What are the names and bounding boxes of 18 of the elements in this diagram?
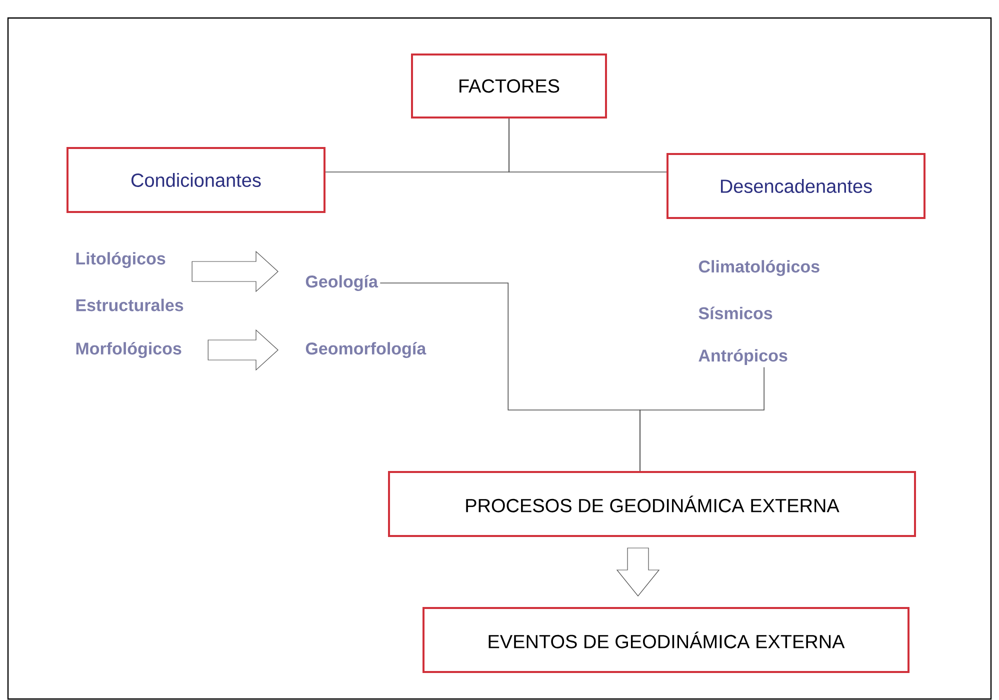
title-box: FACTORES — [411, 54, 607, 118]
block-arrow — [208, 329, 278, 371]
factor-label: Antrópicos — [698, 349, 788, 365]
factor-label: Morfológicos — [76, 342, 182, 358]
block-arrow — [192, 250, 278, 292]
connector-line — [508, 118, 667, 172]
factor-label: Climatológicos — [698, 260, 820, 276]
factor-label: Sísmicos — [698, 306, 772, 320]
title-box: Desencadenantes — [666, 153, 926, 219]
block-arrow — [616, 548, 660, 596]
factor-label: Geología — [306, 274, 378, 292]
title-box: PROCESOS DE GEODINÁMICA EXTERNA — [388, 471, 916, 537]
factor-label: Litológicos — [76, 252, 166, 268]
connector-line — [640, 366, 764, 472]
title-box: Condicionantes — [66, 147, 326, 213]
factor-label: Geomorfología — [306, 342, 426, 358]
title-box: EVENTOS DE GEODINÁMICA EXTERNA — [422, 607, 910, 673]
factor-label: Estructurales — [76, 298, 184, 312]
